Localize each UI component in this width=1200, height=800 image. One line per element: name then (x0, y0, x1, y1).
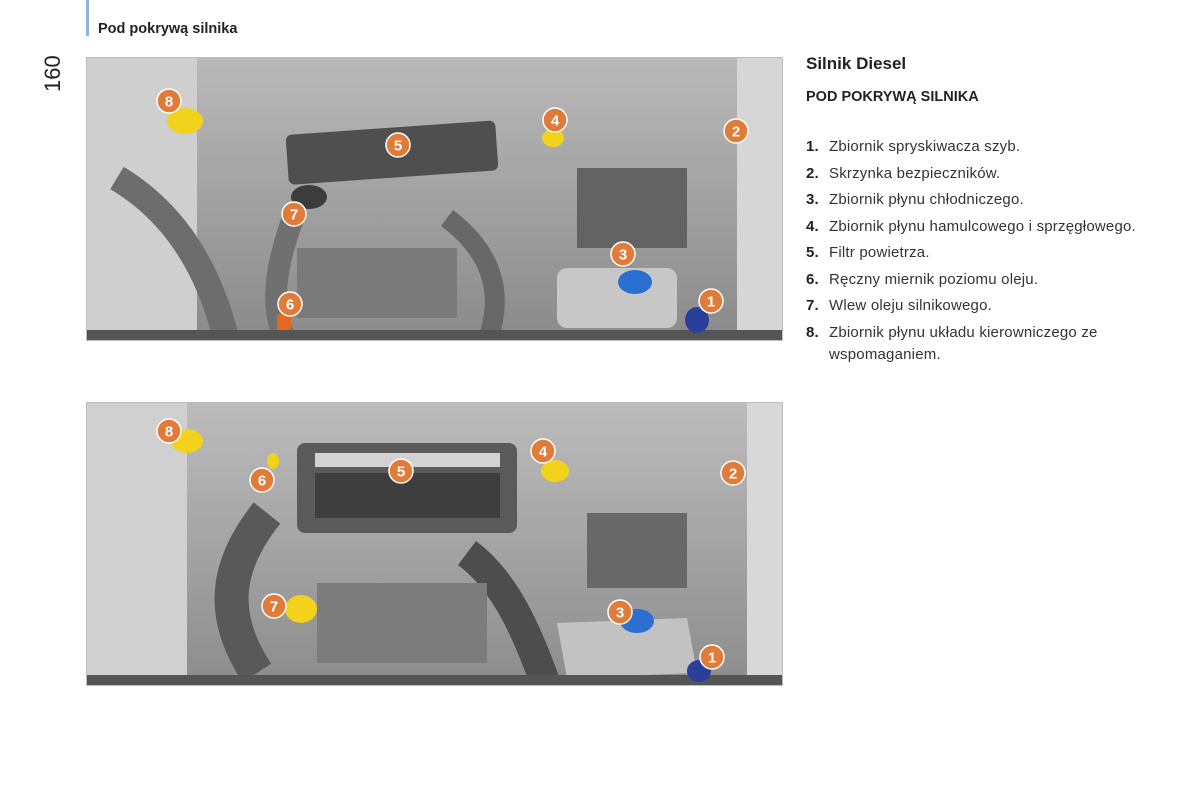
list-item: 7. Wlew oleju silnikowego. (806, 295, 1156, 317)
item-number: 7. (806, 297, 819, 314)
item-number: 3. (806, 191, 819, 208)
header-accent-rule (86, 0, 89, 36)
callout-7: 7 (281, 201, 307, 227)
callout-3: 3 (610, 241, 636, 267)
svg-text:8: 8 (165, 424, 173, 441)
list-item: 3. Zbiornik płynu chłodniczego. (806, 189, 1156, 211)
callout-1: 1 (699, 644, 725, 670)
svg-text:6: 6 (286, 297, 294, 314)
item-text: Filtr powietrza. (829, 244, 930, 261)
callout-4: 4 (530, 438, 556, 464)
item-text: Zbiornik płynu chłodniczego. (829, 191, 1024, 208)
list-item: 8. Zbiornik płynu układu kierowniczego ze… (806, 322, 1156, 366)
svg-text:2: 2 (729, 466, 737, 483)
item-number: 2. (806, 164, 819, 182)
svg-text:5: 5 (397, 464, 405, 481)
callout-2: 2 (723, 118, 749, 144)
page-number: 160 (40, 55, 65, 92)
section-subtitle: POD POKRYWĄ SILNIKA (806, 89, 979, 105)
list-item: 4. Zbiornik płynu hamulcowego i sprzęgłow… (806, 216, 1156, 238)
item-number: 6. (806, 270, 819, 288)
svg-text:4: 4 (551, 113, 560, 130)
item-number: 4. (806, 217, 819, 235)
callout-3: 3 (607, 599, 633, 625)
page-header-title: Pod pokrywą silnika (98, 21, 238, 37)
item-text: Ręczny miernik poziomu oleju. (829, 270, 1039, 288)
component-list: 1. Zbiornik spryskiwacza szyb. 2. Skrzynka… (806, 136, 1156, 370)
engine-photo-bottom: 8 5 4 2 6 7 3 1 (86, 402, 783, 686)
callout-5: 5 (385, 132, 411, 158)
item-text: Zbiornik spryskiwacza szyb. (829, 138, 1021, 155)
item-text: Zbiornik płynu układu kierowniczego ze w… (829, 323, 1098, 363)
item-text: Skrzynka bezpieczników. (829, 164, 1001, 182)
item-number: 8. (806, 323, 819, 341)
callout-8: 8 (156, 418, 182, 444)
svg-text:3: 3 (616, 605, 624, 622)
svg-text:7: 7 (270, 599, 278, 616)
svg-text:5: 5 (394, 138, 402, 155)
list-item: 1. Zbiornik spryskiwacza szyb. (806, 136, 1156, 158)
svg-text:4: 4 (539, 444, 548, 461)
callout-4: 4 (542, 107, 568, 133)
callout-1: 1 (698, 288, 724, 314)
engine-photo-top: 8 5 4 2 7 3 6 1 (86, 57, 783, 341)
callout-2: 2 (720, 460, 746, 486)
list-item: 2. Skrzynka bezpieczników. (806, 163, 1156, 185)
svg-text:7: 7 (290, 207, 298, 224)
item-text: Zbiornik płynu hamulcowego i sprzęgłoweg… (829, 217, 1136, 235)
svg-text:3: 3 (619, 247, 627, 264)
item-number: 1. (806, 138, 819, 155)
section-title: Silnik Diesel (806, 54, 907, 73)
svg-text:6: 6 (258, 473, 266, 490)
callout-5: 5 (388, 458, 414, 484)
item-text: Wlew oleju silnikowego. (829, 297, 993, 314)
svg-text:1: 1 (707, 294, 715, 311)
svg-text:1: 1 (708, 650, 716, 667)
callout-8: 8 (156, 88, 182, 114)
svg-text:8: 8 (165, 94, 173, 111)
list-item: 6. Ręczny miernik poziomu oleju. (806, 269, 1156, 291)
svg-text:2: 2 (732, 124, 740, 141)
callout-7: 7 (261, 593, 287, 619)
callout-6: 6 (277, 291, 303, 317)
list-item: 5. Filtr powietrza. (806, 242, 1156, 264)
item-number: 5. (806, 244, 819, 261)
callout-6: 6 (249, 467, 275, 493)
